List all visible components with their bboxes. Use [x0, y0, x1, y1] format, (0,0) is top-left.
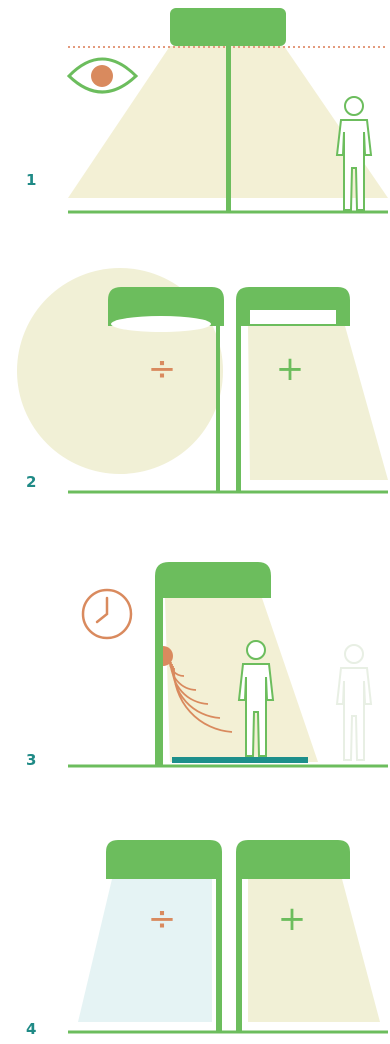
lamp-left-diffuser	[111, 316, 211, 332]
plus-symbol: +	[276, 349, 305, 389]
warm-light-cone	[248, 879, 380, 1022]
lit-ground-zone	[172, 757, 308, 763]
faded-person-icon	[337, 645, 371, 760]
focused-light-cone	[248, 326, 388, 480]
divide-symbol: ÷	[148, 349, 177, 389]
plus-symbol: +	[278, 899, 307, 939]
panel-4: ÷ +	[68, 840, 388, 1032]
divide-symbol: ÷	[148, 899, 177, 939]
blue-light-cone	[78, 879, 212, 1022]
panel-3	[68, 562, 388, 766]
lamp-right-optic	[250, 310, 336, 324]
panel-1	[68, 8, 388, 212]
panel-2: ÷ +	[17, 268, 388, 492]
clock-icon	[83, 590, 131, 638]
lamp-pole	[226, 46, 231, 212]
lamp-head	[170, 8, 286, 46]
eye-icon	[69, 59, 136, 92]
